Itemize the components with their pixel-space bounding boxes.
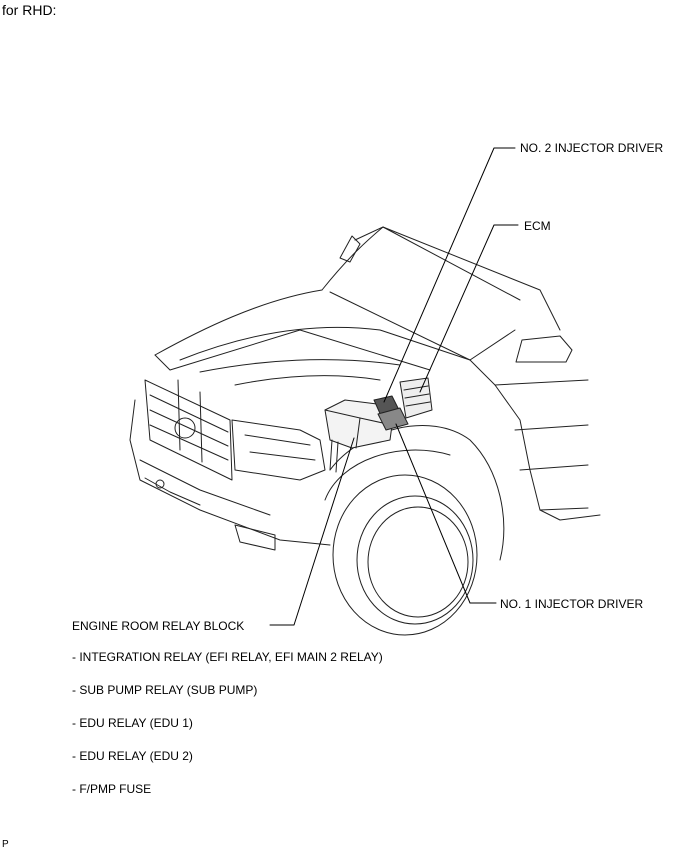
- relay-item: - SUB PUMP RELAY (SUB PUMP): [72, 683, 258, 697]
- front-tire: [332, 474, 478, 636]
- ecm-shape: [399, 377, 433, 419]
- leader-injector-driver-1: [395, 423, 497, 604]
- callout-injector-driver-2: NO. 2 INJECTOR DRIVER: [520, 141, 664, 155]
- leader-relay-block: [269, 437, 355, 626]
- relay-item: - EDU RELAY (EDU 1): [72, 716, 193, 730]
- leader-lines: [269, 147, 519, 626]
- relay-item: - INTEGRATION RELAY (EFI RELAY, EFI MAIN…: [72, 650, 383, 664]
- callout-ecm: ECM: [524, 219, 551, 233]
- relay-item: - EDU RELAY (EDU 2): [72, 749, 193, 763]
- callout-injector-driver-1: NO. 1 INJECTOR DRIVER: [500, 597, 644, 611]
- injector-driver-1-shape: [377, 407, 409, 431]
- front-bumper: [129, 399, 331, 546]
- right-mirror: [515, 335, 573, 363]
- callout-relay-block: ENGINE ROOM RELAY BLOCK: [72, 619, 245, 633]
- relay-block-shape: [324, 399, 393, 449]
- footer-code: P: [2, 839, 9, 850]
- leader-injector-driver-2: [383, 147, 516, 403]
- a-pillar-line: [321, 226, 384, 291]
- hood-edge: [154, 289, 323, 356]
- page-heading: for RHD:: [2, 2, 57, 18]
- left-mirror: [339, 235, 361, 263]
- grille: [144, 379, 233, 481]
- left-headlight: [231, 419, 326, 481]
- relay-item: - F/PMP FUSE: [72, 782, 152, 796]
- leader-ecm: [419, 224, 519, 393]
- grille-emblem: [174, 417, 196, 439]
